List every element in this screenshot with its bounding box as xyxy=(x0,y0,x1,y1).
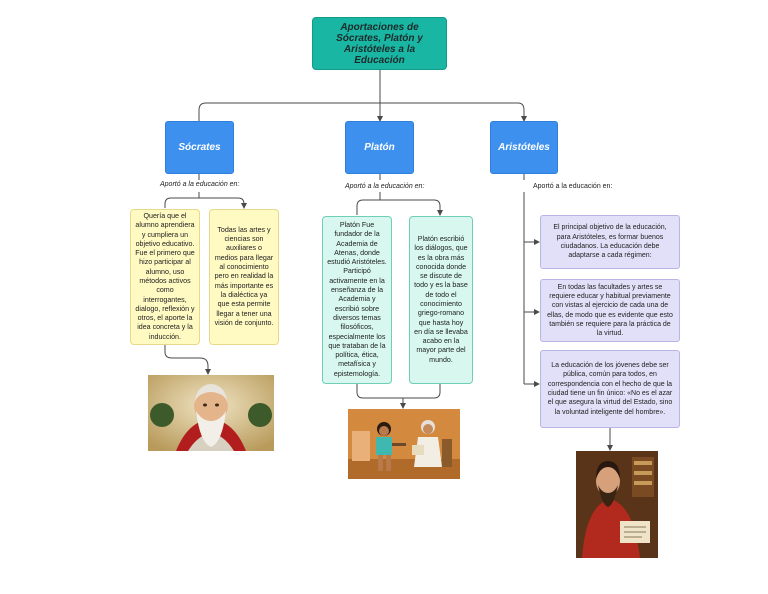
aristoteles-item-3-text: La educación de los jóvenes debe ser púb… xyxy=(547,362,673,416)
aristoteles-item-2: En todas las facultades y artes se requi… xyxy=(540,279,680,342)
platon-teaching-image xyxy=(348,409,460,479)
root-node: Aportaciones de Sócrates, Platón y Arist… xyxy=(312,17,447,70)
platon-item-1: Platón Fue fundador de la Academia de At… xyxy=(322,216,392,384)
platon-item-2: Platón escribió los diálogos, que es la … xyxy=(409,216,473,384)
platon-connector-label: Aportó a la educación en: xyxy=(345,183,425,190)
aristoteles-item-1-text: El principal objetivo de la educación, p… xyxy=(553,224,667,260)
socrates-item-1-text: Quería que el alumno aprendiera y cumpli… xyxy=(135,211,195,341)
aristoteles-node: Aristóteles xyxy=(490,121,558,174)
socrates-title: Sócrates xyxy=(178,142,221,153)
platon-item-1-text: Platón Fue fundador de la Academia de At… xyxy=(327,220,387,378)
platon-item-2-text: Platón escribió los diálogos, que es la … xyxy=(414,234,468,364)
socrates-node: Sócrates xyxy=(165,121,234,174)
platon-title: Platón xyxy=(364,142,395,153)
socrates-item-2-text: Todas las artes y ciencias son auxiliare… xyxy=(214,225,274,327)
socrates-item-2: Todas las artes y ciencias son auxiliare… xyxy=(209,209,279,345)
aristoteles-item-1: El principal objetivo de la educación, p… xyxy=(540,215,680,269)
root-title: Aportaciones de Sócrates, Platón y Arist… xyxy=(336,21,423,66)
aristoteles-item-3: La educación de los jóvenes debe ser púb… xyxy=(540,350,680,428)
socrates-portrait-image xyxy=(148,375,274,451)
aristoteles-item-2-text: En todas las facultades y artes se requi… xyxy=(547,283,673,338)
aristoteles-portrait-image xyxy=(576,451,658,558)
aristoteles-title: Aristóteles xyxy=(498,142,550,153)
socrates-item-1: Quería que el alumno aprendiera y cumpli… xyxy=(130,209,200,345)
socrates-connector-label: Aportó a la educación en: xyxy=(160,181,240,188)
aristoteles-connector-label: Aportó a la educación en: xyxy=(533,183,613,190)
platon-node: Platón xyxy=(345,121,414,174)
